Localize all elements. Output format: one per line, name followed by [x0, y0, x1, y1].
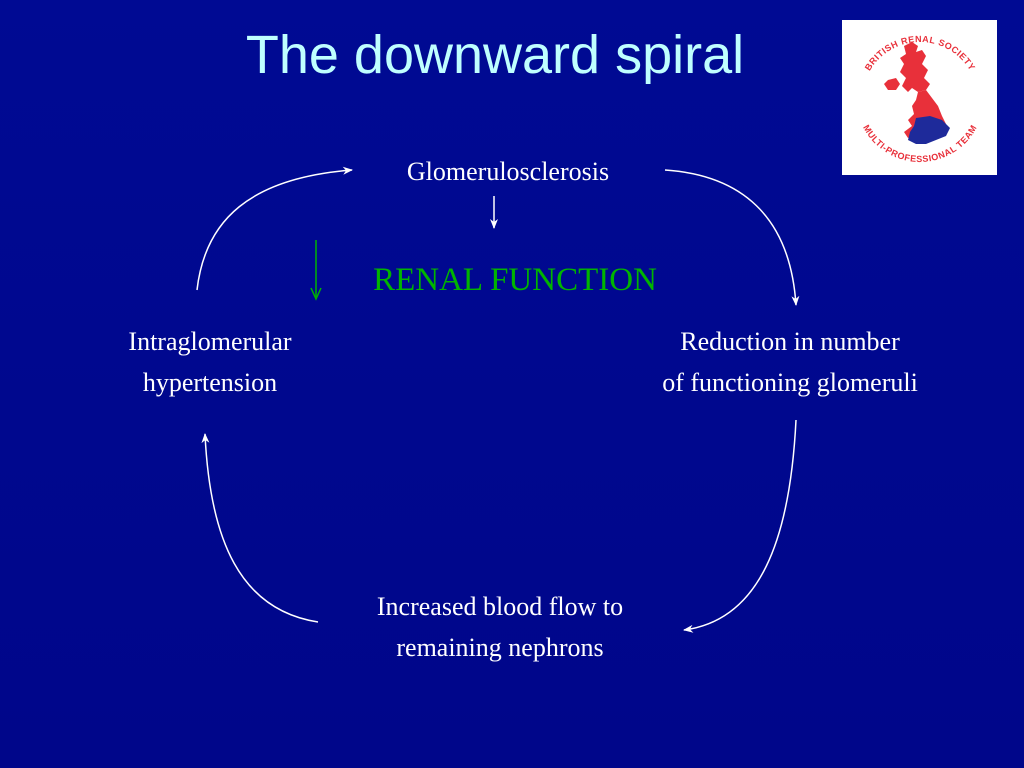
node-bottom-line-2: remaining nephrons	[396, 633, 604, 662]
node-left-line-2: hypertension	[142, 368, 278, 397]
arrow-left-to-top	[196, 166, 353, 291]
slide-title: The downward spiral	[245, 25, 745, 85]
british-renal-society-logo: BRITISH RENAL SOCIETY MULTI-PROFESSIONAL…	[842, 20, 997, 175]
node-top-line-1: Glomerulosclerosis	[406, 157, 610, 186]
decrease-arrow-head	[310, 287, 322, 301]
britain-map-icon	[884, 42, 950, 144]
arrow-right-to-bottom	[683, 419, 797, 633]
node-bottom-line-1: Increased blood flow to	[376, 592, 624, 621]
node-glomerulosclerosis: Glomerulosclerosis	[358, 151, 658, 192]
node-increased-blood-flow: Increased blood flow to remaining nephro…	[310, 586, 690, 668]
node-right-line-1: Reduction in number	[680, 327, 900, 356]
logo-emblem	[884, 42, 950, 144]
node-right-line-2: of functioning glomeruli	[662, 368, 918, 397]
logo-text-ring: BRITISH RENAL SOCIETY MULTI-PROFESSIONAL…	[861, 34, 978, 164]
renal-function-label: RENAL FUNCTION	[373, 262, 657, 298]
node-left-line-1: Intraglomerular	[128, 327, 292, 356]
node-intraglomerular-hypertension: Intraglomerular hypertension	[70, 321, 350, 403]
arrow-top-to-right	[664, 169, 800, 306]
arrow-bottom-to-left	[201, 433, 319, 623]
node-reduction-functioning-glomeruli: Reduction in number of functioning glome…	[600, 321, 980, 403]
